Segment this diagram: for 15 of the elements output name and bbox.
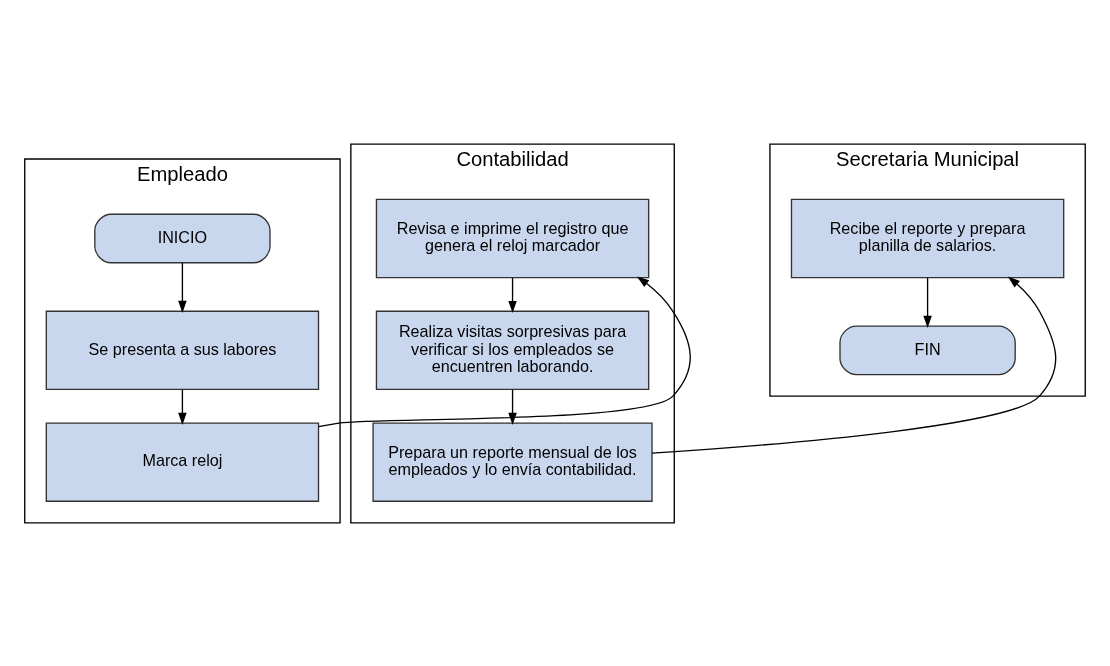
node-box: Revisa e imprime el registro que genera el reloj marcador <box>375 198 650 278</box>
node-box: FIN <box>839 324 1016 375</box>
arrow <box>317 276 691 427</box>
arrow <box>508 388 517 425</box>
arrow <box>508 276 517 313</box>
node-box: Recibe el reporte y prepara planilla de salarios. <box>790 198 1065 278</box>
arrow <box>923 276 932 328</box>
arrow <box>178 388 187 425</box>
node-box: Realiza visitas sorpresivas para verificar si los empleados se encuentren laborando. <box>375 310 650 390</box>
arrow <box>651 276 1057 454</box>
node-box: Prepara un reporte mensual de los empleados y lo envía contabilidad. <box>372 421 653 502</box>
node-box: INICIO <box>94 213 271 263</box>
node-box: Marca reloj <box>45 421 320 502</box>
arrow <box>178 261 187 313</box>
node-box: Se presenta a sus labores <box>45 310 320 390</box>
